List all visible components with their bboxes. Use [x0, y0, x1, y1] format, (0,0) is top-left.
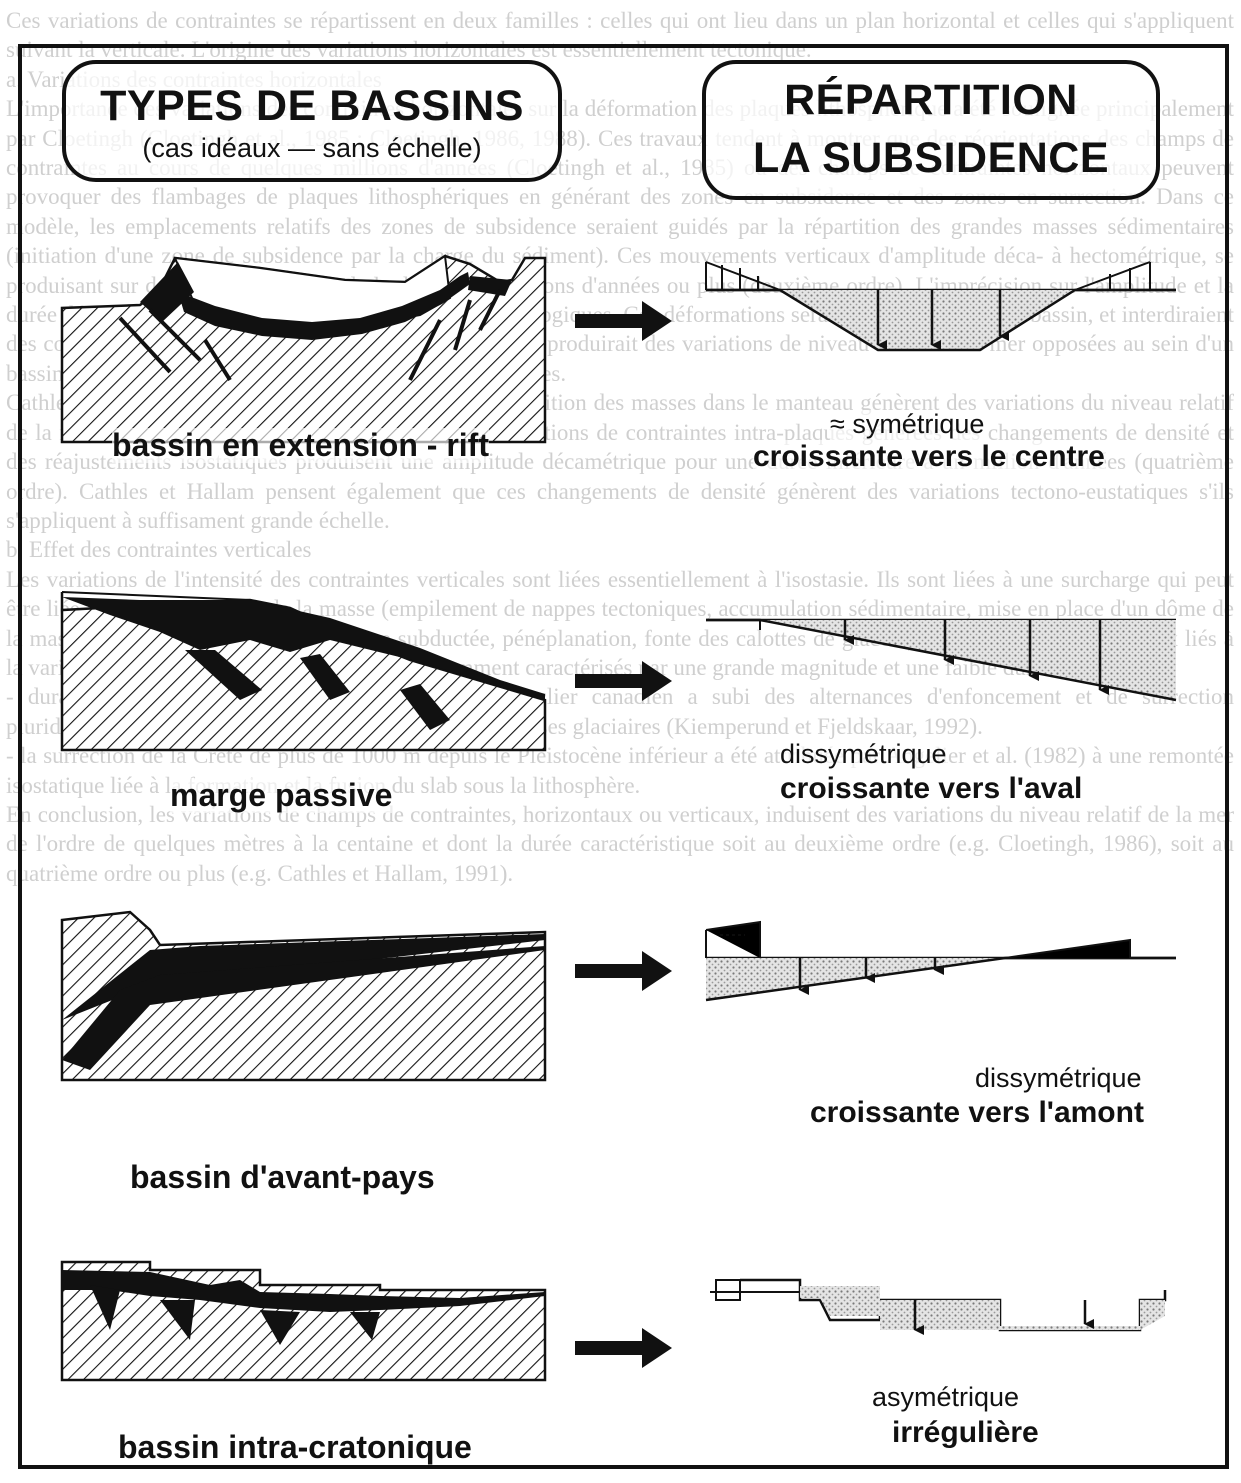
- label-rift: bassin en extension - rift: [112, 427, 489, 464]
- diagram-frame: [18, 44, 1229, 1469]
- title-box-basin-types: TYPES DE BASSINS (cas idéaux — sans éche…: [62, 60, 562, 182]
- label-foreland-symmetry: dissymétrique: [975, 1063, 1142, 1094]
- title-box-subsidence: RÉPARTITION LA SUBSIDENCE DE: [702, 60, 1160, 200]
- bg-heading: b. Effet des contraintes verticales: [6, 537, 312, 563]
- arrow-row2: [575, 661, 672, 701]
- label-foreland: bassin d'avant-pays: [130, 1159, 435, 1196]
- title-repartition: RÉPARTITION: [784, 76, 1078, 124]
- label-passive-distribution: croissante vers l'aval: [780, 772, 1083, 805]
- label-intracratonic: bassin intra-cratonique: [118, 1429, 472, 1466]
- title-basin-types: TYPES DE BASSINS: [100, 82, 524, 130]
- subsidence-profile-foreland: [705, 920, 1176, 1002]
- arrow-row1: [575, 301, 672, 341]
- subsidence-profile-intracratonic: [710, 1278, 1167, 1335]
- subsidence-profile-rift: [705, 261, 1176, 352]
- title-subsidence: LA SUBSIDENCE: [752, 134, 1110, 182]
- bg-paragraph: Ces variations de contraintes se réparti…: [6, 8, 1234, 63]
- foreland-section: [60, 910, 547, 1082]
- label-intracratonic-distribution: irrégulière: [892, 1416, 1039, 1449]
- arrow-row4: [575, 1328, 672, 1368]
- label-passive-margin: marge passive: [170, 777, 393, 814]
- label-foreland-distribution: croissante vers l'amont: [810, 1096, 1144, 1129]
- passive-margin-section: [60, 591, 547, 752]
- intracratonic-section: [60, 1260, 547, 1382]
- rift-section: [60, 254, 547, 444]
- label-intracratonic-symmetry: asymétrique: [872, 1382, 1020, 1413]
- label-rift-symmetry: ≈ symétrique: [830, 409, 985, 440]
- arrow-row3: [575, 951, 672, 991]
- label-passive-symmetry: dissymétrique: [780, 739, 947, 770]
- label-rift-distribution: croissante vers le centre: [753, 440, 1105, 473]
- subtitle-ideal-cases: (cas idéaux — sans échelle): [142, 133, 482, 163]
- subsidence-profile-passive: [706, 618, 1177, 702]
